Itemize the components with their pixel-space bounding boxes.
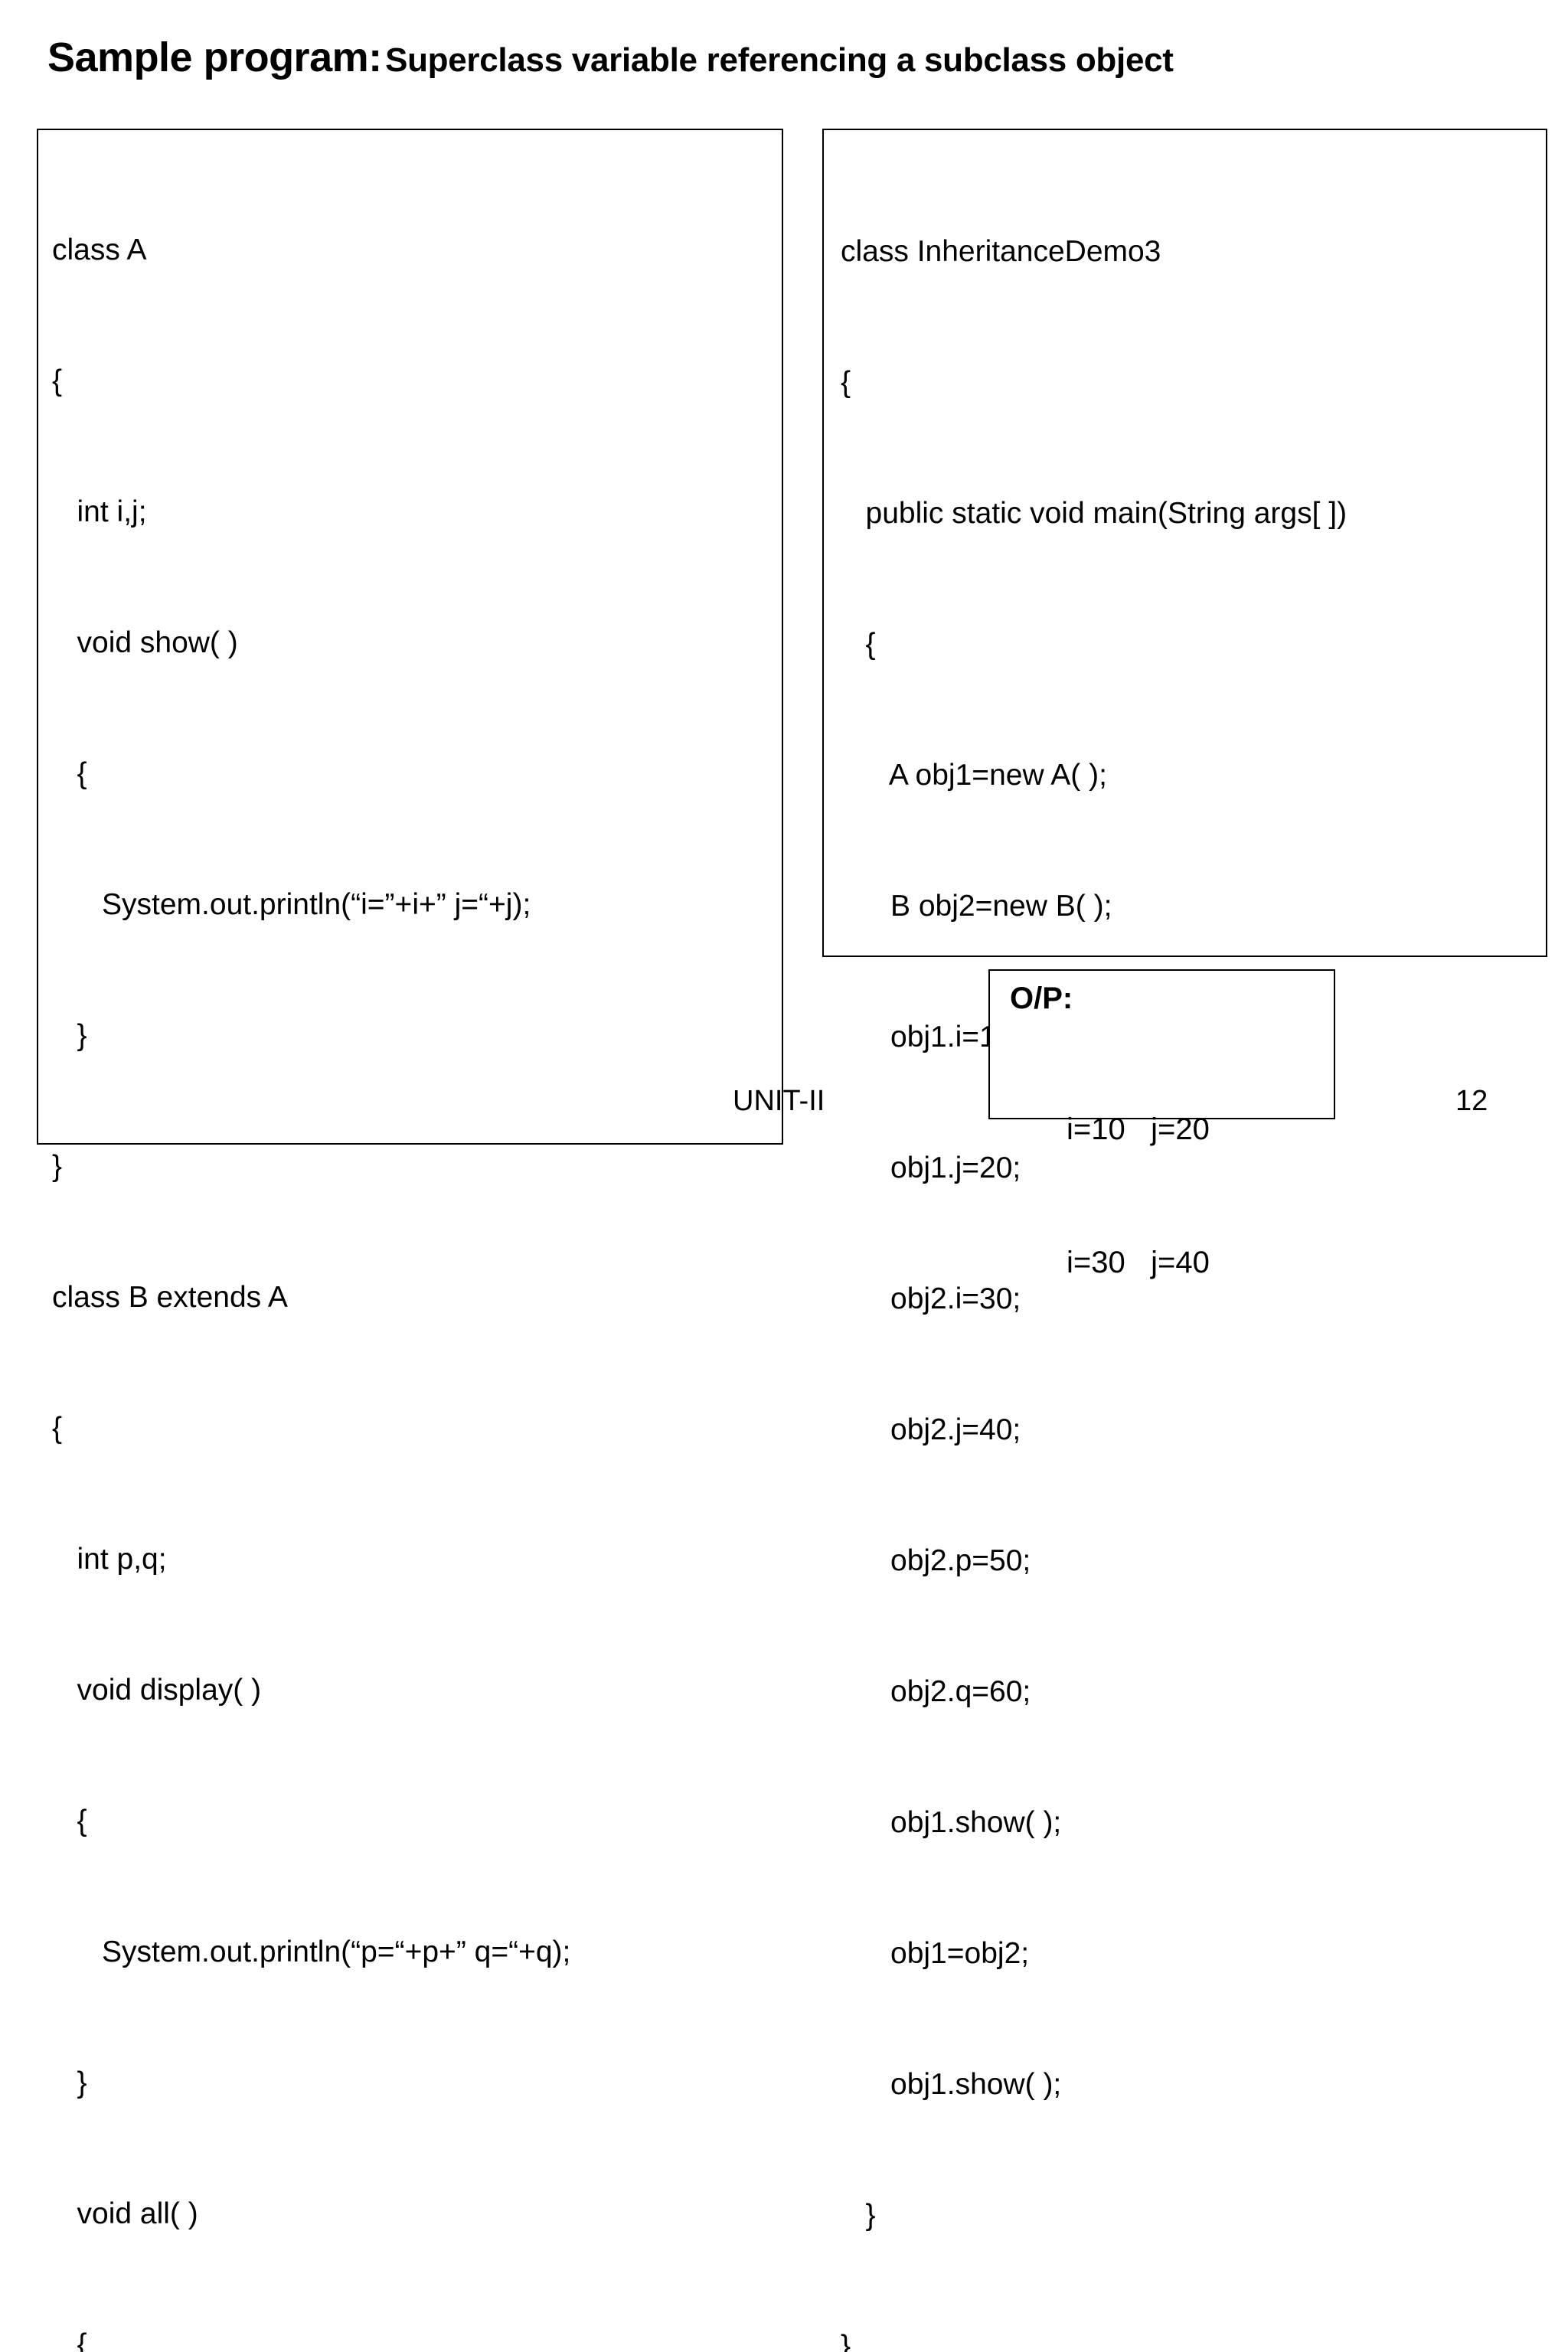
footer-unit-label: UNIT-II xyxy=(733,1085,825,1117)
output-box: O/P: i=10 j=20 i=30 j=40 xyxy=(988,969,1335,1279)
code-line: A obj1=new A( ); xyxy=(841,759,1107,792)
output-line: i=30 j=40 xyxy=(1067,1246,1210,1279)
page-title-subtitle: Superclass variable referencing a subcla… xyxy=(385,41,1174,79)
code-line: class InheritanceDemo3 xyxy=(841,235,1161,268)
code-line: obj1.show( ); xyxy=(841,2068,1062,2101)
code-line: { xyxy=(52,2328,87,2352)
page-title-main: Sample program: xyxy=(47,34,382,80)
left-code-listing: class A { int i,j; void show( ) { System… xyxy=(52,141,777,2352)
code-line: } xyxy=(841,2199,876,2232)
code-line: System.out.println(“p=“+p+” q=“+q); xyxy=(52,1936,571,1968)
code-line: } xyxy=(841,2330,851,2352)
code-line: int p,q; xyxy=(52,1543,167,1576)
code-line: obj1.show( ); xyxy=(841,1806,1062,1839)
code-line: { xyxy=(52,1805,87,1838)
right-code-box: class InheritanceDemo3 { public static v… xyxy=(822,129,1547,2352)
code-line: { xyxy=(52,364,63,397)
code-line: obj2.q=60; xyxy=(841,1675,1031,1708)
code-line: obj2.j=40; xyxy=(841,1413,1021,1446)
output-listing: i=10 j=20 i=30 j=40 xyxy=(1067,1018,1210,1374)
code-line: obj1=obj2; xyxy=(841,1937,1030,1970)
output-line: i=10 j=20 xyxy=(1067,1112,1210,1146)
code-line: { xyxy=(52,1412,63,1445)
code-line: void show( ) xyxy=(52,626,238,659)
left-code-box: class A { int i,j; void show( ) { System… xyxy=(37,129,783,2352)
code-line: System.out.println(“i=”+i+” j=“+j); xyxy=(52,888,531,921)
code-line: } xyxy=(52,1019,87,1052)
code-line: void display( ) xyxy=(52,1674,262,1707)
output-label: O/P: xyxy=(1010,982,1073,1015)
code-line: int i,j; xyxy=(52,495,147,528)
code-line: } xyxy=(52,1150,63,1183)
page-title: Sample program: Superclass variable refe… xyxy=(47,37,1174,78)
code-line: void all( ) xyxy=(52,2197,198,2230)
code-line: { xyxy=(841,628,876,661)
code-line: { xyxy=(52,757,87,790)
code-line: class A xyxy=(52,234,147,266)
code-line: } xyxy=(52,2066,87,2099)
code-line: class B extends A xyxy=(52,1281,288,1314)
code-line: obj2.p=50; xyxy=(841,1544,1031,1577)
code-line: B obj2=new B( ); xyxy=(841,890,1112,923)
code-line: { xyxy=(841,366,851,399)
page-number: 12 xyxy=(1455,1085,1488,1117)
code-line: public static void main(String args[ ]) xyxy=(841,497,1348,530)
